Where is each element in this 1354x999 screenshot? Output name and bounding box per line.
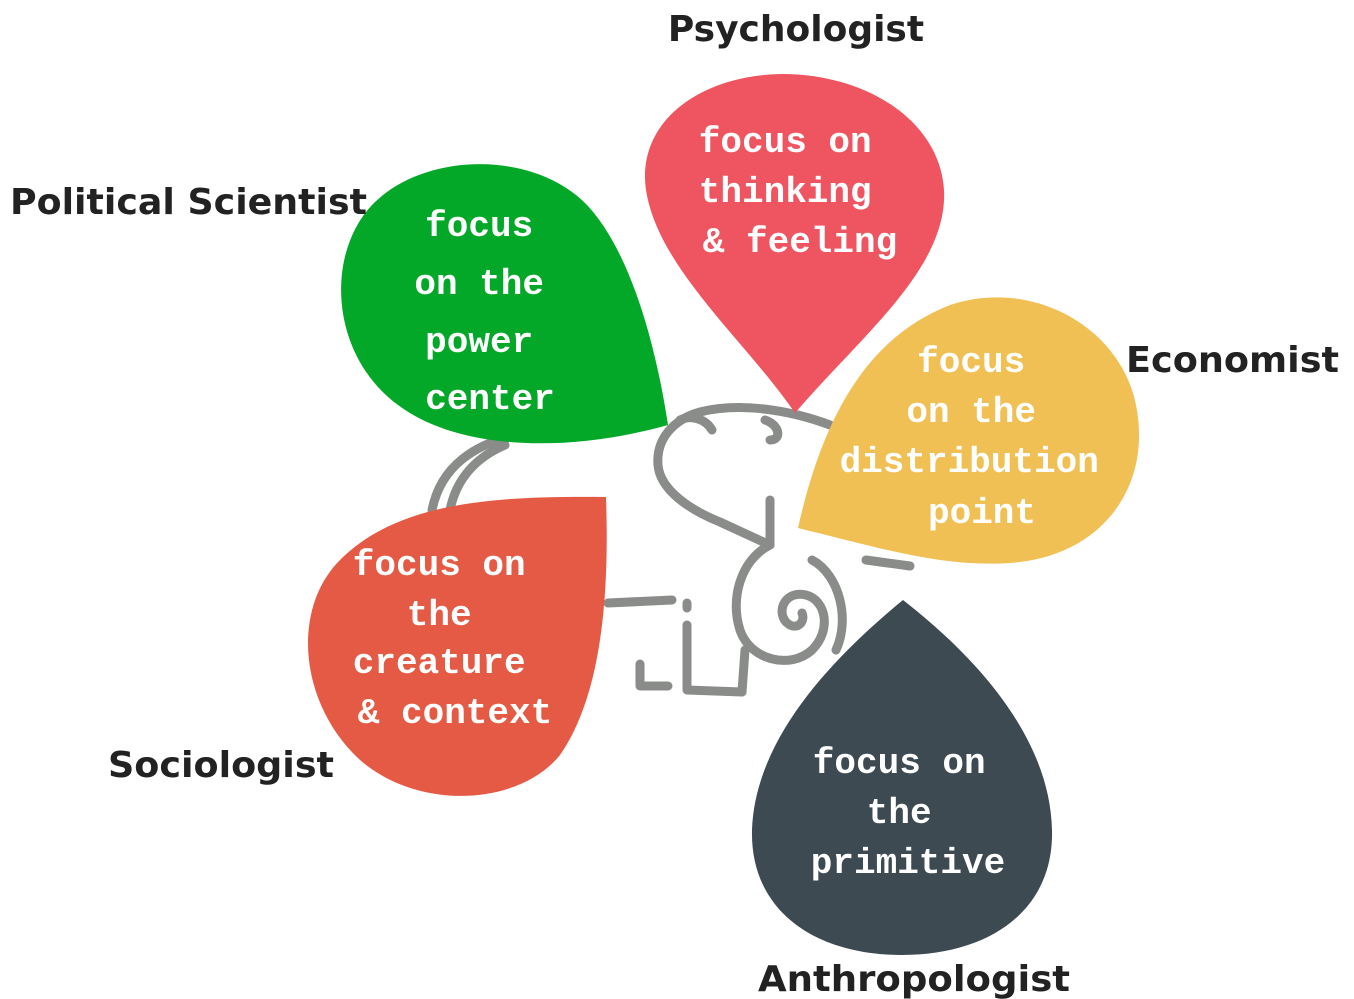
petal-line: distribution xyxy=(840,442,1099,483)
petal-anthropologist: focus on the primitive xyxy=(751,600,1053,955)
petal-shape-economist xyxy=(798,297,1140,564)
role-label-economist: Economist xyxy=(1126,340,1339,381)
petal-text-economist: focus on the distribution point xyxy=(840,342,1121,534)
petal-line: focus on xyxy=(353,545,526,586)
petal-line: thinking xyxy=(699,172,872,213)
petal-line: & feeling xyxy=(703,222,897,263)
petal-line: power xyxy=(425,322,533,363)
petal-text-anthropologist: focus on the primitive xyxy=(811,743,1007,884)
petal-line: the xyxy=(867,793,932,834)
petal-line: creature xyxy=(353,643,526,684)
petal-line: focus xyxy=(425,206,533,247)
role-label-political-scientist: Political Scientist xyxy=(10,182,367,223)
petal-political-scientist: focus on the power center xyxy=(341,164,668,444)
elephant-outline-icon xyxy=(427,403,915,697)
petal-text-psychologist: focus on thinking & feeling xyxy=(699,122,897,263)
petal-text-political-scientist: focus on the power center xyxy=(414,206,565,420)
petal-line: on the xyxy=(414,264,544,305)
petal-shape-anthropologist xyxy=(751,600,1053,955)
petal-line: & context xyxy=(358,693,552,734)
petal-line: center xyxy=(425,379,555,420)
role-label-sociologist: Sociologist xyxy=(108,745,334,786)
petal-shape-sociologist xyxy=(307,496,607,796)
role-label-psychologist: Psychologist xyxy=(668,9,924,50)
petal-line: the xyxy=(407,595,472,636)
petal-line: focus on xyxy=(813,743,986,784)
petal-line: focus xyxy=(917,342,1025,383)
petal-line: on the xyxy=(906,392,1036,433)
petal-shape-psychologist xyxy=(644,74,945,413)
petal-sociologist: focus on the creature & context xyxy=(307,496,607,796)
petal-shape-political-scientist xyxy=(341,164,668,444)
petal-line: point xyxy=(928,493,1036,534)
petal-line: primitive xyxy=(811,843,1005,884)
role-label-anthropologist: Anthropologist xyxy=(758,959,1070,999)
petal-economist: focus on the distribution point xyxy=(798,297,1140,564)
petal-line: focus on xyxy=(699,122,872,163)
petal-text-sociologist: focus on the creature & context xyxy=(353,545,552,734)
petal-psychologist: focus on thinking & feeling xyxy=(644,74,945,413)
